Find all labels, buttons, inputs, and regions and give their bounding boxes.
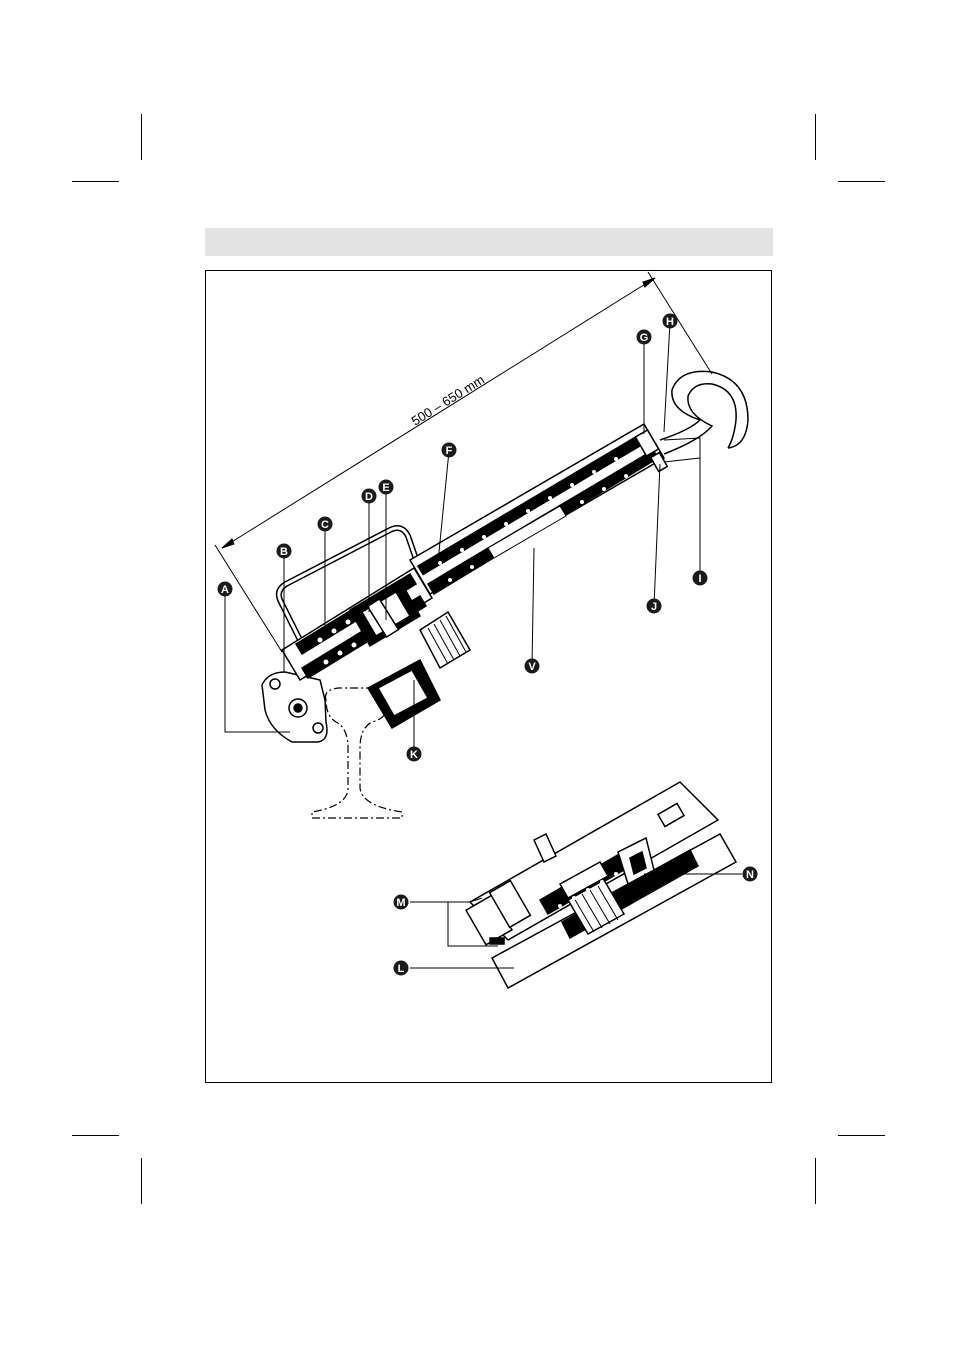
- detail-view-body: [464, 781, 738, 990]
- detail-callout-leaders: [410, 873, 742, 969]
- svg-text:E: E: [382, 482, 389, 494]
- callout-B: B: [276, 543, 292, 559]
- callout-M: M: [393, 894, 409, 910]
- svg-text:C: C: [321, 519, 329, 531]
- svg-text:I: I: [698, 573, 701, 585]
- svg-text:G: G: [640, 332, 649, 344]
- header-bar: [205, 228, 773, 256]
- callout-A: A: [217, 581, 233, 597]
- callout-H: H: [662, 313, 678, 329]
- callout-V: V: [524, 658, 540, 674]
- carry-handle-inner: [277, 526, 420, 641]
- callout-N: N: [742, 866, 758, 882]
- crop-mark: [72, 181, 119, 182]
- figure-frame: [205, 270, 772, 1083]
- telescopic-tube: [408, 422, 666, 596]
- callout-L: L: [393, 960, 409, 976]
- crop-mark: [141, 114, 142, 160]
- rail-clamp-body: [261, 671, 328, 743]
- callout-J: J: [646, 598, 662, 614]
- callout-C: C: [317, 516, 333, 532]
- callout-F: F: [441, 442, 457, 458]
- crop-mark: [838, 181, 885, 182]
- crop-mark: [141, 1158, 142, 1204]
- main-cylinder: [280, 566, 434, 682]
- svg-text:N: N: [746, 869, 754, 881]
- svg-text:V: V: [528, 661, 536, 673]
- svg-text:F: F: [446, 445, 453, 457]
- crop-mark: [815, 114, 816, 160]
- dimension-line: [214, 271, 713, 653]
- callout-G: G: [636, 329, 652, 345]
- svg-text:K: K: [410, 749, 418, 761]
- dimension-label: 500 – 650 mm: [409, 372, 487, 429]
- crop-mark: [815, 1158, 816, 1204]
- crop-mark: [838, 1135, 885, 1136]
- svg-text:L: L: [398, 963, 405, 975]
- callout-E: E: [378, 479, 394, 495]
- svg-text:H: H: [666, 316, 674, 328]
- svg-text:M: M: [396, 897, 405, 909]
- svg-text:J: J: [651, 601, 657, 613]
- callout-leaders: [224, 321, 701, 754]
- svg-text:B: B: [280, 546, 288, 558]
- clamp-jaw-k: [366, 610, 472, 730]
- callout-I: I: [692, 570, 708, 586]
- callout-K: K: [406, 746, 422, 762]
- hook: [634, 370, 749, 473]
- svg-text:D: D: [365, 491, 373, 503]
- callout-D: D: [361, 488, 377, 504]
- svg-text:A: A: [221, 584, 229, 596]
- crop-mark: [72, 1135, 119, 1136]
